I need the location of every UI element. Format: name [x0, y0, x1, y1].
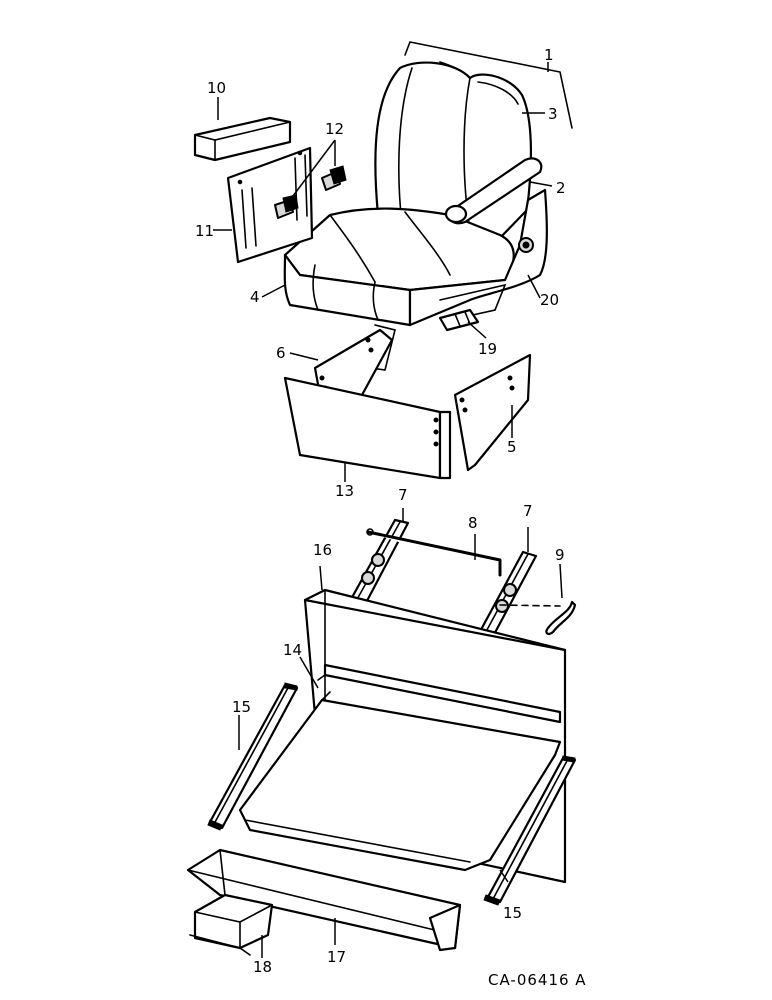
connecting-rod	[366, 528, 502, 577]
callout-11: 11	[195, 222, 214, 240]
callout-15a: 15	[232, 698, 251, 716]
callout-4: 4	[250, 288, 260, 306]
callout-5: 5	[507, 438, 517, 456]
retaining-clip	[499, 600, 577, 635]
long-channel	[186, 848, 462, 952]
armrest-pad	[193, 116, 292, 162]
side-bracket-right	[453, 353, 532, 472]
block-spacer	[189, 893, 274, 956]
seat-assembly	[283, 41, 573, 396]
mounting-plate	[226, 146, 314, 264]
callout-16: 16	[313, 541, 332, 559]
adjust-lever	[438, 308, 480, 332]
callout-14: 14	[283, 641, 302, 659]
callout-6: 6	[276, 344, 286, 362]
callout-12: 12	[325, 120, 344, 138]
knobs	[274, 165, 347, 219]
callout-7b: 7	[523, 502, 533, 520]
callout-19: 19	[478, 340, 497, 358]
side-strip-right	[483, 755, 577, 906]
callout-9: 9	[555, 546, 565, 564]
seat-side-frame	[408, 188, 548, 327]
callout-15b: 15	[503, 904, 522, 922]
callout-17: 17	[327, 948, 346, 966]
front-panel	[283, 376, 452, 480]
callout-13: 13	[335, 482, 354, 500]
callout-18: 18	[253, 958, 272, 976]
drawing-code: CA-06416 A	[488, 971, 587, 989]
leader-lines	[213, 62, 563, 958]
callouts: 1 3 2 10 12 11 4 20 19 6 5 13 7 7 8 9 16…	[195, 46, 566, 976]
callout-3: 3	[548, 105, 558, 123]
callout-8: 8	[468, 514, 478, 532]
side-bracket-left	[313, 328, 394, 397]
callout-1: 1	[544, 46, 554, 64]
callout-7a: 7	[398, 486, 408, 504]
side-strip-left	[207, 682, 299, 831]
callout-20: 20	[540, 291, 559, 309]
callout-2: 2	[556, 179, 566, 197]
callout-10: 10	[207, 79, 226, 97]
floor-plate	[238, 691, 562, 872]
